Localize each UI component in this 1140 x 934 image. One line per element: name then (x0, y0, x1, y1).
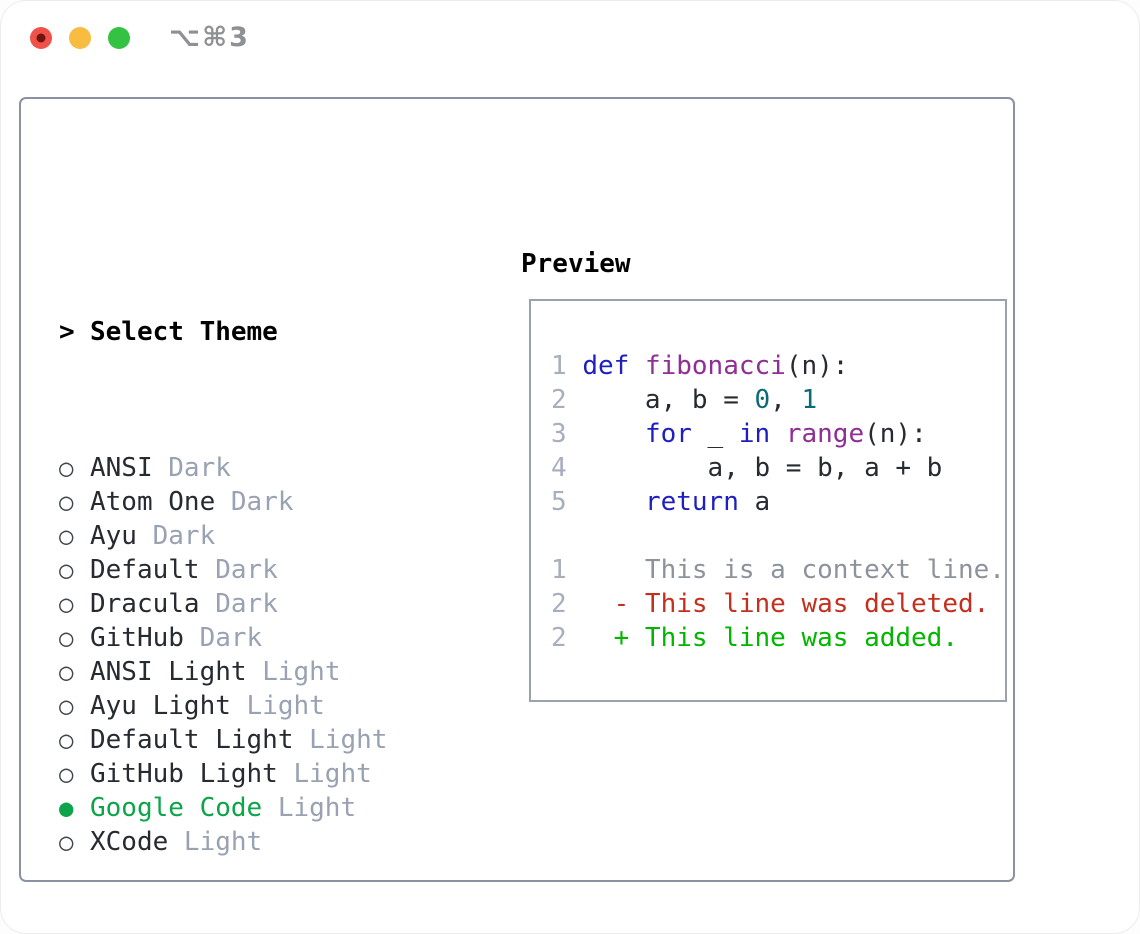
theme-name: ANSI (90, 453, 153, 483)
theme-variant: Light (293, 725, 388, 755)
code-line: 3 for _ in range(n): (551, 419, 927, 449)
theme-name: GitHub Light (90, 759, 278, 789)
radio-unselected-icon: ○ (59, 556, 74, 584)
theme-variant: Dark (183, 623, 263, 653)
code-line: 2 a, b = 0, 1 (551, 385, 818, 415)
theme-name: Ayu Light (90, 691, 231, 721)
code-line: 5 return a (551, 487, 771, 517)
theme-option[interactable]: ○ GitHub Light Light (59, 757, 497, 791)
theme-variant: Dark (199, 555, 278, 585)
minimize-button[interactable] (69, 27, 91, 49)
radio-unselected-icon: ○ (59, 522, 74, 550)
theme-option[interactable]: ● Google Code Light (59, 791, 497, 825)
theme-option[interactable]: ○ ANSI Dark (59, 451, 497, 485)
radio-unselected-icon: ○ (59, 454, 74, 482)
theme-name: Dracula (90, 589, 200, 619)
zoom-button[interactable] (108, 27, 130, 49)
theme-name: Google Code (90, 793, 263, 823)
theme-variant: Light (168, 827, 263, 857)
theme-option[interactable]: ○ ANSI Light Light (59, 655, 497, 689)
theme-variant: Dark (215, 487, 294, 517)
theme-option[interactable]: ○ Dracula Dark (59, 587, 497, 621)
theme-name: Ayu (90, 521, 137, 551)
theme-name: XCode (90, 827, 169, 857)
preview-label: Preview (521, 249, 631, 279)
theme-variant: Light (230, 691, 325, 721)
theme-option[interactable]: ○ Default Light Light (59, 723, 497, 757)
radio-unselected-icon: ○ (59, 488, 74, 516)
theme-variant: Dark (136, 521, 216, 551)
theme-option[interactable]: ○ Default Dark (59, 553, 497, 587)
theme-name: Default (90, 555, 200, 585)
theme-option[interactable]: ○ Ayu Dark (59, 519, 497, 553)
radio-unselected-icon: ○ (59, 590, 74, 618)
radio-unselected-icon: ○ (59, 760, 74, 788)
titlebar (30, 27, 130, 49)
theme-option[interactable]: ○ Atom One Dark (59, 485, 497, 519)
theme-variant: Dark (152, 453, 231, 483)
code-block: 1 def fibonacci(n): 2 a, b = 0, 1 3 for _ … (531, 301, 1005, 655)
window-title: ⌥⌘3 (169, 22, 250, 53)
radio-selected-icon: ● (59, 794, 74, 822)
radio-unselected-icon: ○ (59, 658, 74, 686)
diff-line-added: 2 + This line was added. (551, 623, 958, 653)
theme-selector: > Select Theme ○ ANSI Dark ○ Atom One Dark ○ A… (59, 247, 497, 933)
theme-name: ANSI Light (90, 657, 247, 687)
theme-list: ○ ANSI Dark ○ Atom One Dark ○ Ayu Dark ○ Defaul… (59, 451, 497, 859)
close-button[interactable] (30, 27, 52, 49)
focus-caret-icon: > (59, 317, 75, 347)
radio-unselected-icon: ○ (59, 624, 74, 652)
code-line: 4 a, b = b, a + b (551, 453, 943, 483)
theme-variant: Light (246, 657, 341, 687)
select-theme-header: > Select Theme (59, 315, 497, 349)
preview-box: 1 def fibonacci(n): 2 a, b = 0, 1 3 for _ … (529, 299, 1007, 702)
spacer-row (551, 519, 1005, 553)
diff-line-context: 1 This is a context line. (551, 555, 1005, 585)
radio-unselected-icon: ○ (59, 828, 74, 856)
theme-name: GitHub (90, 623, 184, 653)
diff-line-deleted: 2 - This line was deleted. (551, 589, 990, 619)
theme-option[interactable]: ○ Ayu Light Light (59, 689, 497, 723)
theme-name: Atom One (90, 487, 216, 517)
theme-option[interactable]: ○ GitHub Dark (59, 621, 497, 655)
radio-unselected-icon: ○ (59, 726, 74, 754)
theme-variant: Dark (199, 589, 278, 619)
radio-unselected-icon: ○ (59, 692, 74, 720)
select-theme-label: Select Theme (90, 317, 278, 347)
theme-variant: Light (262, 793, 357, 823)
theme-option[interactable]: ○ XCode Light (59, 825, 497, 859)
code-line: 1 def fibonacci(n): (551, 351, 849, 381)
close-dot-icon (36, 33, 46, 43)
theme-name: Default Light (90, 725, 294, 755)
main-panel: > Select Theme ○ ANSI Dark ○ Atom One Dark ○ A… (19, 97, 1015, 882)
theme-variant: Light (277, 759, 372, 789)
